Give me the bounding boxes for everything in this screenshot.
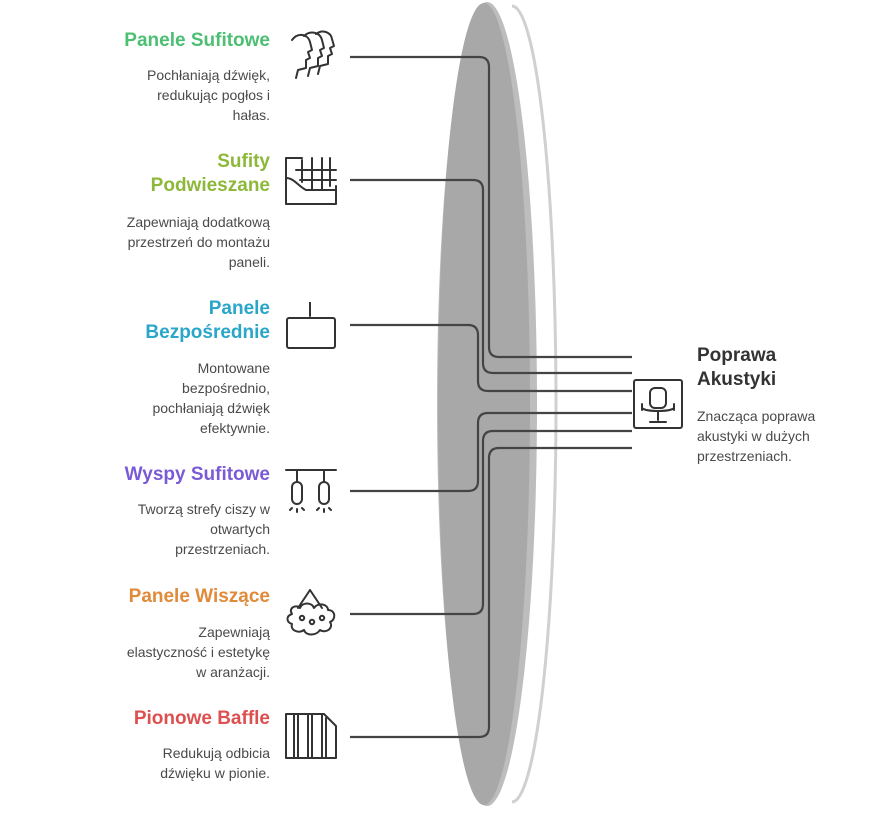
item-description: Pochłaniają dźwięk, redukując pogłos i h… — [147, 67, 270, 123]
target-description: Znacząca poprawa akustyki w dużych przes… — [697, 408, 816, 464]
item-description: Zapewniają dodatkową przestrzeń do monta… — [126, 214, 270, 270]
target-title: Poprawa Akustyki — [697, 345, 777, 390]
office-chair-icon — [632, 378, 684, 430]
item-title: Wyspy Sufitowe — [124, 464, 270, 485]
pendant-lamps-icon — [284, 466, 338, 516]
convergence-ellipse — [438, 3, 530, 805]
connector-line — [350, 429, 632, 616]
item-title: Panele Sufitowe — [124, 30, 270, 51]
vertical-baffles-icon — [284, 712, 338, 762]
ellipse-edge — [511, 4, 558, 804]
connector-line — [350, 446, 632, 739]
connector-line — [350, 178, 632, 375]
item-title: Pionowe Baffle — [133, 708, 270, 729]
mounted-panel-icon — [284, 302, 338, 352]
connector-line — [350, 411, 632, 493]
item-description: Redukują odbicia dźwięku w pionie. — [160, 745, 270, 781]
item-title: Sufity Podwieszane — [150, 151, 270, 196]
head-profiles-icon — [284, 30, 338, 80]
item-title: Panele Wiszące — [128, 586, 270, 607]
item-description: Tworzą strefy ciszy w otwartych przestrz… — [137, 501, 270, 557]
connector-line — [350, 323, 632, 393]
hanging-cloud-icon — [284, 588, 338, 638]
connector-lines — [350, 55, 632, 739]
item-description: Montowane bezpośrednio, pochłaniają dźwi… — [152, 360, 270, 436]
item-title: Panele Bezpośrednie — [145, 298, 270, 343]
item-description: Zapewniają elastyczność i estetykę w ara… — [126, 624, 270, 680]
connector-line — [350, 55, 632, 359]
grid-ceiling-icon — [284, 156, 338, 206]
